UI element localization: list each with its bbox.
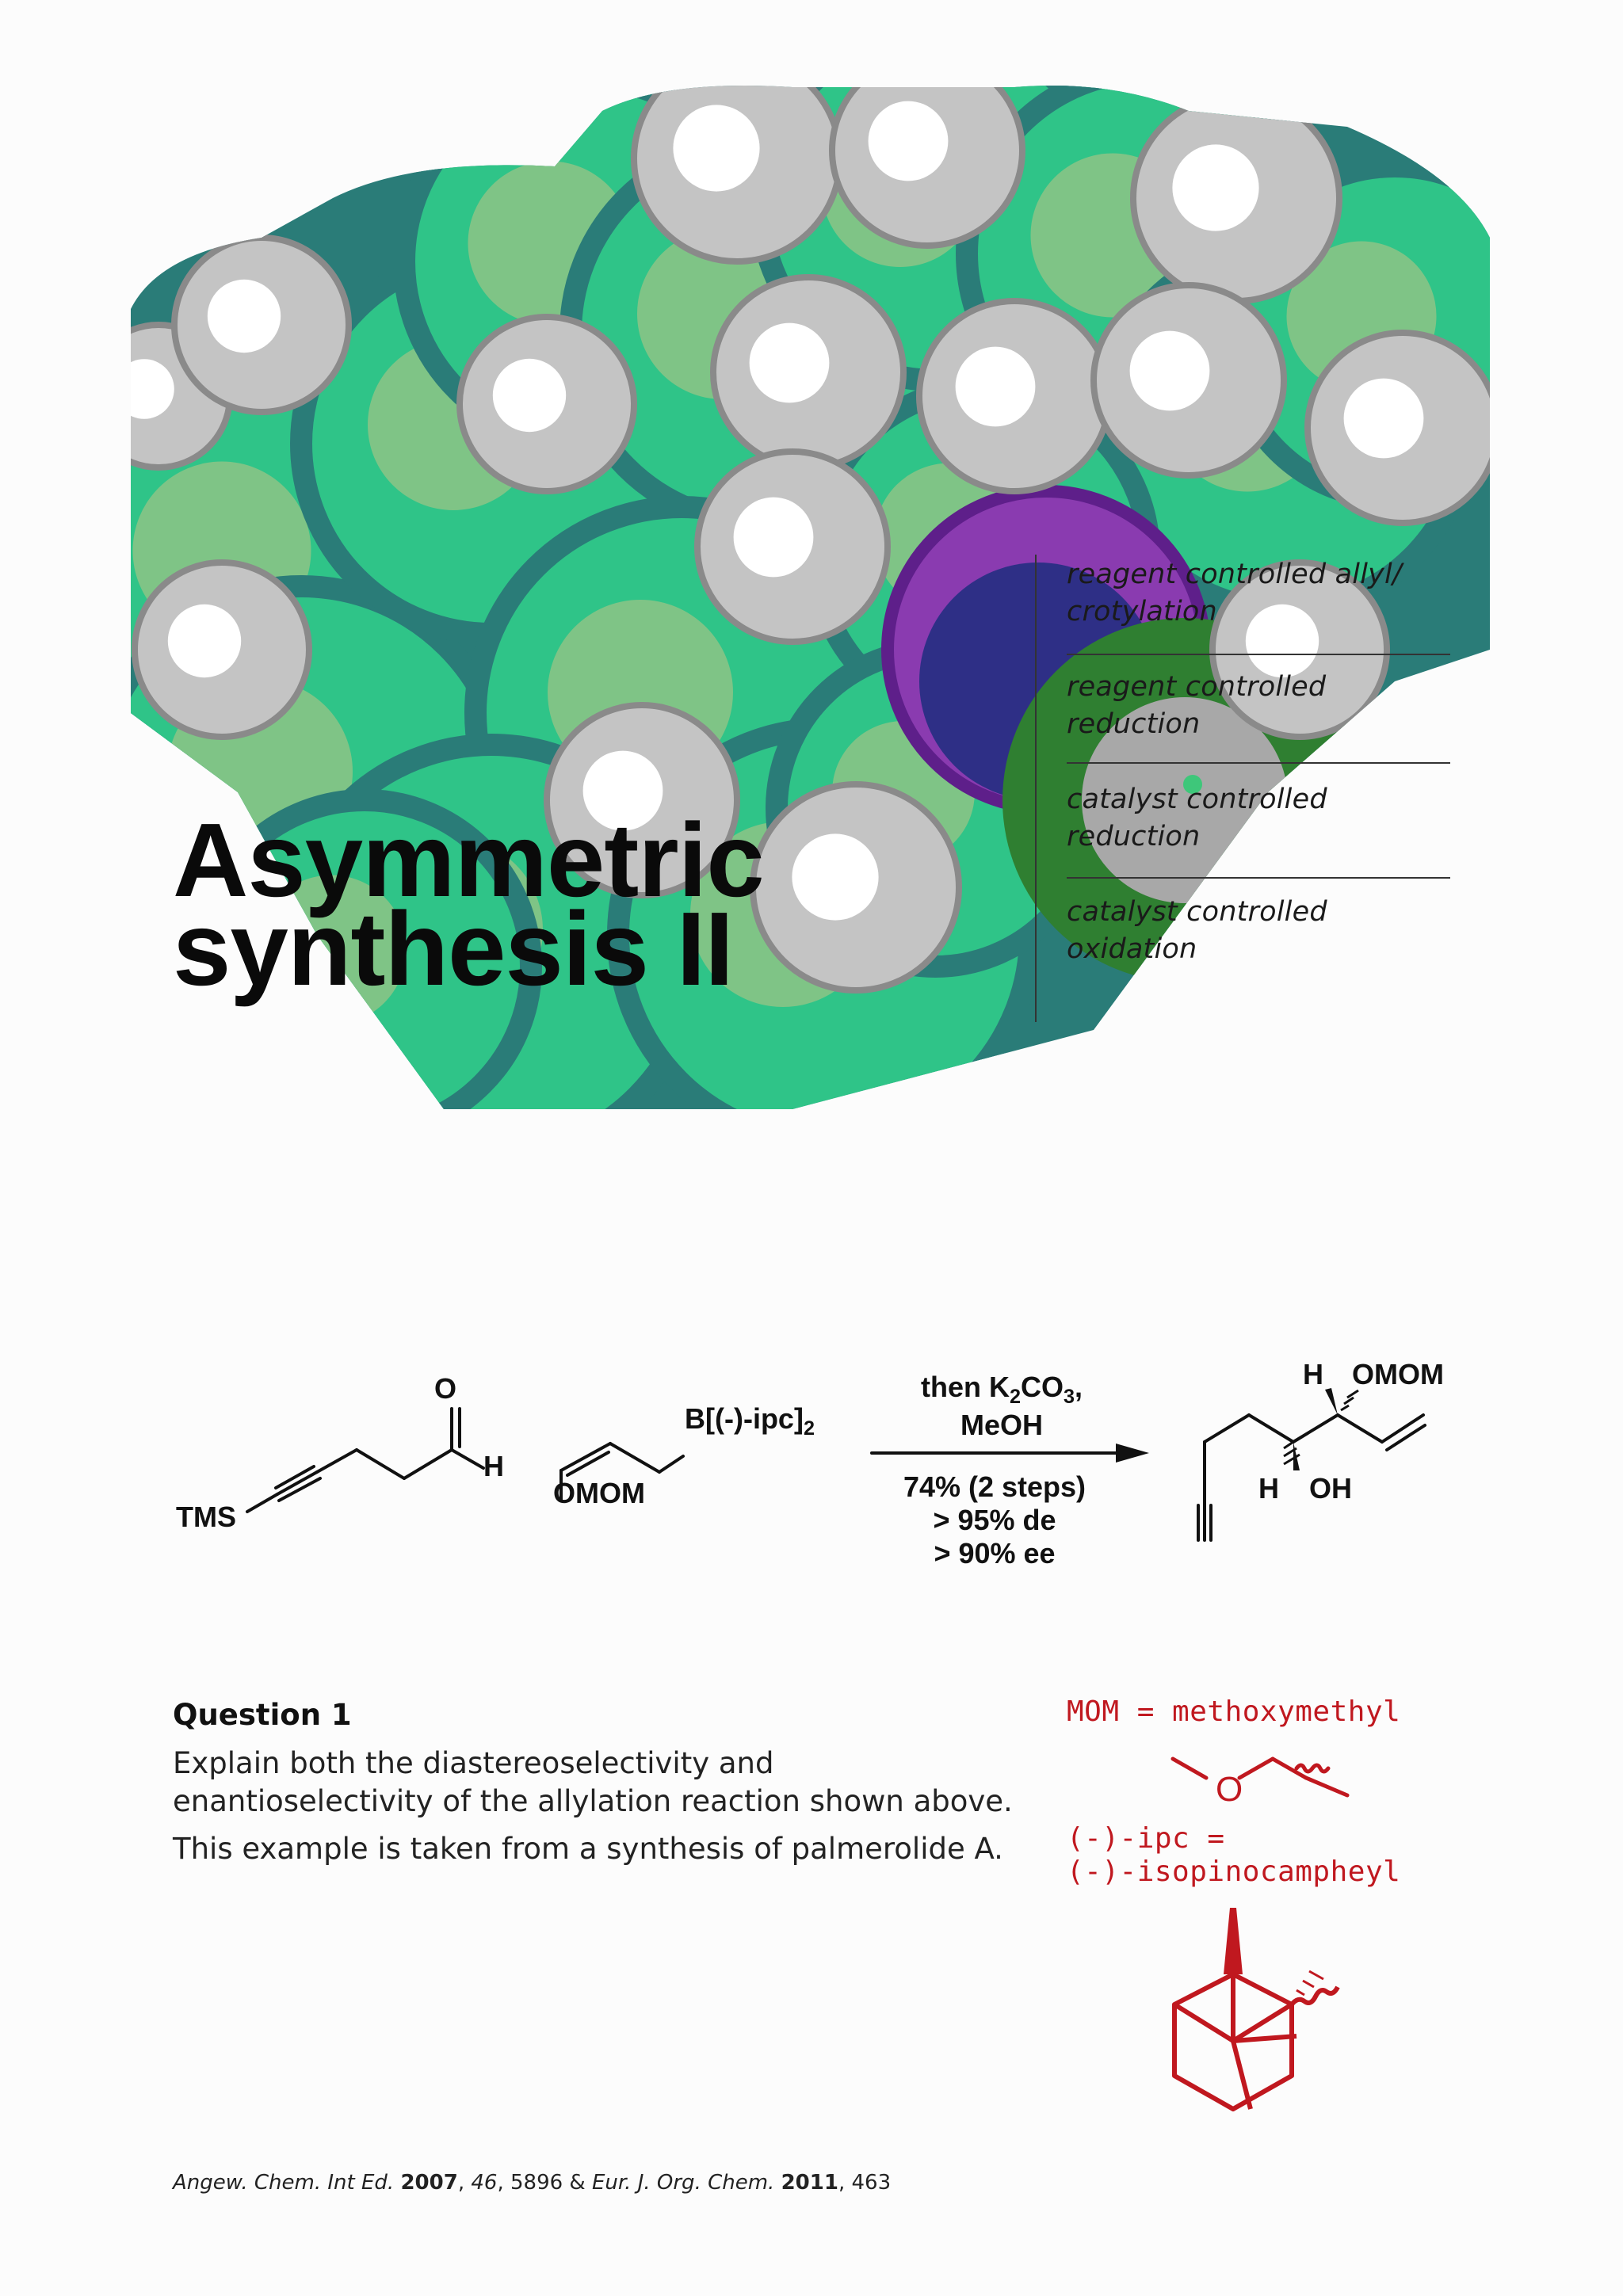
boron-subscript: 2 (803, 1417, 815, 1440)
hydrogen-atom-highlight (868, 101, 949, 181)
hydrogen-atom-highlight (492, 358, 567, 433)
boron-text: B[(-)-ipc] (685, 1402, 804, 1435)
ref-pages-2: , 463 (838, 2171, 892, 2195)
question-line-1: Explain both the diastereoselectivity an… (173, 1746, 774, 1780)
toc-rule (1067, 654, 1450, 655)
aldehyde-hydrogen: H (483, 1450, 504, 1482)
ref-year-2: 2011 (781, 2171, 838, 2195)
product-h-top: H (1303, 1358, 1323, 1390)
title-line-1: Asymmetric (173, 802, 765, 918)
title-line-2: synthesis II (173, 891, 734, 1007)
literature-reference: Angew. Chem. Int Ed. 2007, 46, 5896 & Eu… (173, 2171, 892, 2195)
hydrogen-atom-highlight (1343, 378, 1424, 459)
question-heading: Question 1 (173, 1698, 352, 1732)
reaction-scheme-bonds (246, 1388, 1426, 1542)
mom-structure-drawing (1170, 1756, 1350, 1798)
co-text: CO (1020, 1371, 1064, 1403)
reagent-omom-label: OMOM (553, 1477, 645, 1509)
note-ipc-2: (-)-isopinocampheyl (1067, 1855, 1401, 1888)
toc-divider-vertical (1035, 555, 1037, 1022)
note-mom-definition: MOM = methoxymethyl (1067, 1695, 1401, 1728)
product-oh: OH (1309, 1472, 1352, 1505)
aldehyde-oxygen: O (434, 1372, 457, 1405)
note-oxygen-label: O (1216, 1770, 1243, 1809)
ref-pages-1: , 5896 & (497, 2171, 592, 2195)
conditions-above-arrow: then K2CO3, MeOH (908, 1371, 1095, 1442)
co-subscript: 3 (1063, 1386, 1075, 1409)
k-subscript: 2 (1009, 1386, 1021, 1409)
toc-item-catalyst-oxidation: catalyst controlled oxidation (1067, 896, 1327, 965)
hero-banner (0, 0, 1623, 1117)
isopinocampheyl-structure-drawing (1172, 1908, 1340, 2111)
toc-item-allylation: reagent controlled allyl/ crotylation (1067, 559, 1402, 627)
hydrogen-atom-highlight (207, 279, 281, 353)
hydrogen-atom-highlight (1245, 604, 1319, 678)
chlorine-atom-dot (1183, 775, 1202, 794)
toc-rule (1067, 762, 1450, 764)
hydrogen-atom-highlight (582, 750, 663, 831)
then-k-text: then K (920, 1371, 1010, 1403)
hydrogen-atom-highlight (733, 497, 814, 578)
hydrogen-atom-highlight (749, 322, 830, 403)
molecule-space-filling-illustration (131, 86, 1490, 1109)
page-title: Asymmetric synthesis II (173, 802, 765, 1007)
hydrogen-atom-highlight (131, 359, 174, 419)
question-line-2: enantioselectivity of the allylation rea… (173, 1784, 1013, 1818)
ref-journal-1: Angew. Chem. Int Ed. (173, 2171, 395, 2195)
ee-text: > 90% ee (934, 1537, 1056, 1569)
note-ipc-1: (-)-ipc = (1067, 1822, 1225, 1855)
hydrogen-atom-highlight (792, 833, 879, 921)
conditions-below-arrow: 74% (2 steps) > 95% de > 90% ee (872, 1470, 1117, 1570)
reagent-k2co3: then K2CO3, (908, 1371, 1095, 1409)
question-line-3: This example is taken from a synthesis o… (173, 1832, 1003, 1866)
toc-item-reagent-reduction: reagent controlled reduction (1067, 671, 1327, 740)
tms-label: TMS (176, 1501, 236, 1533)
hydrogen-atom-highlight (673, 105, 760, 192)
toc-item-catalyst-reduction: catalyst controlled reduction (1067, 784, 1327, 852)
comma-text: , (1075, 1371, 1083, 1403)
hydrogen-atom-highlight (1129, 330, 1210, 411)
hydrogen-atom-highlight (955, 346, 1036, 427)
solvent-meoh: MeOH (960, 1409, 1043, 1442)
de-text: > 95% de (933, 1504, 1056, 1536)
ref-year-1: 2007 (400, 2171, 458, 2195)
ref-journal-2: Eur. J. Org. Chem. (591, 2171, 775, 2195)
ref-volume-1: 46 (471, 2171, 498, 2195)
product-h-bottom: H (1258, 1472, 1279, 1505)
product-omom: OMOM (1352, 1358, 1444, 1390)
hydrogen-atom-highlight (1172, 144, 1259, 231)
yield-text: 74% (2 steps) (903, 1470, 1086, 1503)
boron-reagent-label: B[(-)-ipc]2 (685, 1402, 815, 1440)
toc-rule (1067, 877, 1450, 879)
hydrogen-atom-highlight (167, 604, 242, 678)
